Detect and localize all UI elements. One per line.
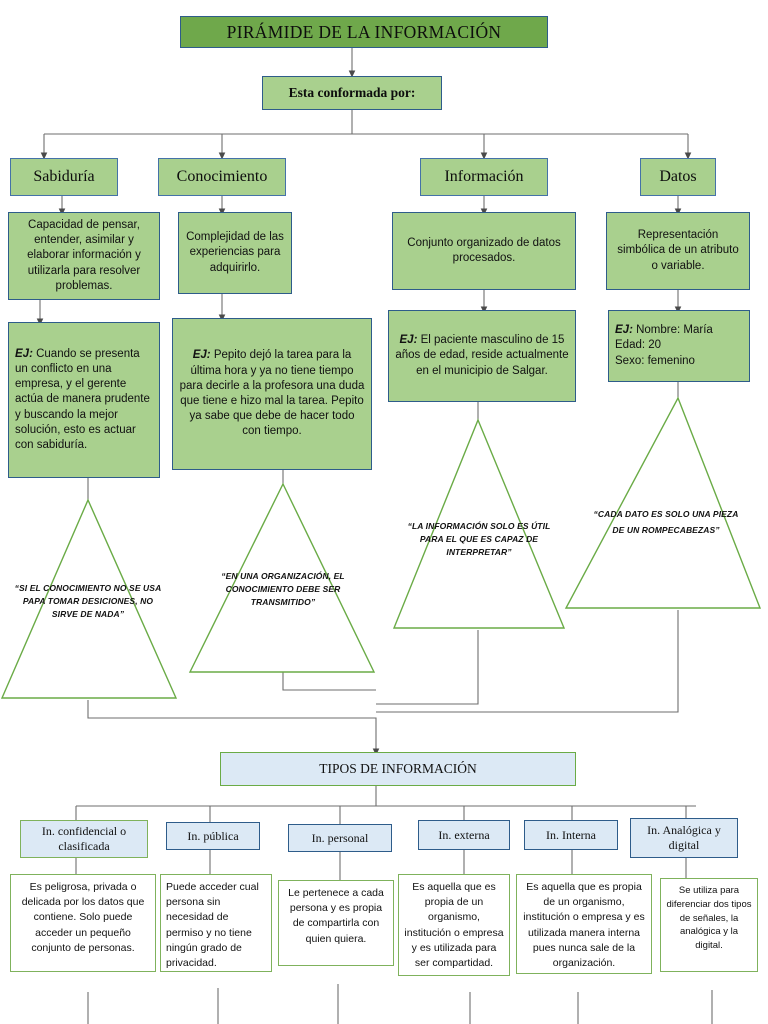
tipos-de-informacion-banner[interactable]: TIPOS DE INFORMACIÓN — [220, 752, 576, 786]
type-desc-interna: Es aquella que es propia de un organismo… — [516, 874, 652, 974]
type-desc-personal: Le pertenece a cada persona y es propia … — [278, 880, 394, 966]
example-tag: EJ: — [615, 324, 633, 337]
type-label-confidencial[interactable]: In. confidencial o clasificada — [20, 820, 148, 858]
quote-text-informacion: “LA INFORMACIÓN SOLO ES ÚTIL PARA EL QUE… — [407, 521, 551, 558]
quote-text-sabiduria: “SI EL CONOCIMIENTO NO SE USA PAPA TOMAR… — [14, 583, 162, 620]
quote-triangle-informacion: “LA INFORMACIÓN SOLO ES ÚTIL PARA EL QUE… — [392, 418, 570, 632]
example-informacion: EJ: El paciente masculino de 15 años de … — [388, 310, 576, 402]
quote-triangle-sabiduria: “SI EL CONOCIMIENTO NO SE USA PAPA TOMAR… — [0, 498, 180, 700]
example-text: El paciente masculino de 15 años de edad… — [395, 334, 569, 377]
quote-text-datos: “CADA DATO ES SOLO UNA PIEZA DE UN ROMPE… — [593, 509, 739, 536]
type-label-interna[interactable]: In. Interna — [524, 820, 618, 850]
example-text: Nombre: María Edad: 20 Sexo: femenino — [615, 324, 713, 367]
type-desc-confidencial: Es peligrosa, privada o delicada por los… — [10, 874, 156, 972]
category-informacion[interactable]: Información — [420, 158, 548, 196]
definition-conocimiento: Complejidad de las experiencias para adq… — [178, 212, 292, 294]
quote-triangle-conocimiento: “EN UNA ORGANIZACIÓN, EL CONOCIMIENTO DE… — [186, 482, 382, 674]
definition-informacion: Conjunto organizado de datos procesados. — [392, 212, 576, 290]
type-desc-analogica-digital: Se utiliza para diferenciar dos tipos de… — [660, 878, 758, 972]
type-label-externa[interactable]: In. externa — [418, 820, 510, 850]
definition-datos: Representación simbólica de un atributo … — [606, 212, 750, 290]
example-text: Pepito dejó la tarea para la última hora… — [179, 349, 365, 438]
quote-text-conocimiento: “EN UNA ORGANIZACIÓN, EL CONOCIMIENTO DE… — [221, 571, 345, 608]
type-label-publica[interactable]: In. pública — [166, 822, 260, 850]
subtitle-box: Esta conformada por: — [262, 76, 442, 110]
example-datos: EJ: Nombre: María Edad: 20 Sexo: femenin… — [608, 310, 750, 382]
example-conocimiento: EJ: Pepito dejó la tarea para la última … — [172, 318, 372, 470]
example-tag: EJ: — [192, 349, 211, 362]
example-tag: EJ: — [15, 347, 33, 360]
quote-triangle-datos: “CADA DATO ES SOLO UNA PIEZA DE UN ROMPE… — [562, 396, 766, 612]
category-conocimiento[interactable]: Conocimiento — [158, 158, 286, 196]
type-desc-publica: Puede acceder cual persona sin necesidad… — [160, 874, 272, 972]
definition-sabiduria: Capacidad de pensar, entender, asimilar … — [8, 212, 160, 300]
type-label-personal[interactable]: In. personal — [288, 824, 392, 852]
type-desc-externa: Es aquella que es propia de un organismo… — [398, 874, 510, 976]
example-sabiduria: EJ: Cuando se presenta un conflicto en u… — [8, 322, 160, 478]
category-sabiduria[interactable]: Sabiduría — [10, 158, 118, 196]
example-tag: EJ: — [399, 334, 418, 347]
example-text: Cuando se presenta un conflicto en una e… — [15, 347, 150, 451]
category-datos[interactable]: Datos — [640, 158, 716, 196]
page-title: PIRÁMIDE DE LA INFORMACIÓN — [180, 16, 548, 48]
type-label-analogica-digital[interactable]: In. Analógica y digital — [630, 818, 738, 858]
